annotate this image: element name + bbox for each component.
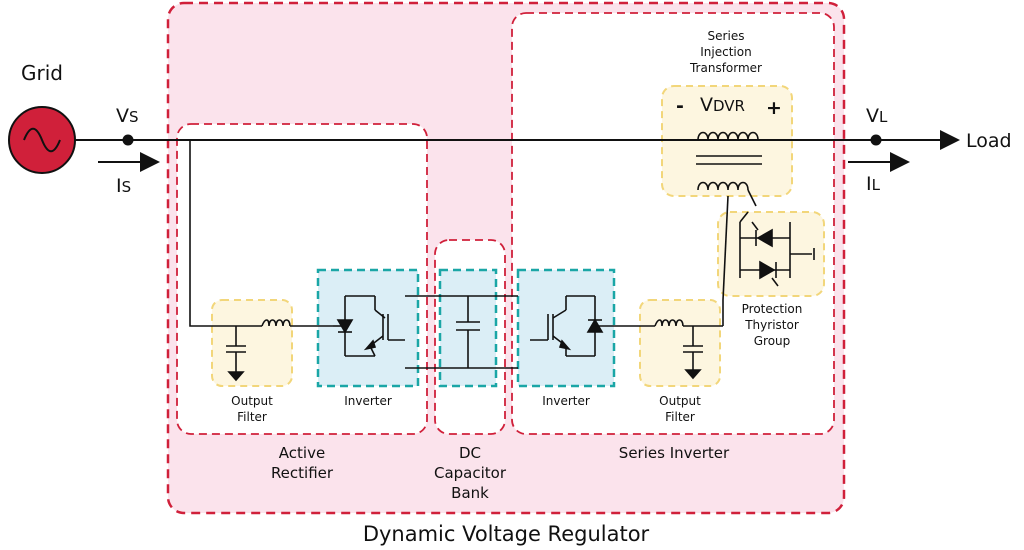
transformer-caption-3: Transformer	[689, 61, 762, 75]
thyristor-box	[717, 211, 825, 297]
right-filter-label-2: Filter	[665, 410, 695, 424]
protection-label-3: Group	[754, 334, 791, 348]
protection-label-1: Protection	[742, 302, 803, 316]
load-label: Load	[966, 130, 1012, 152]
right-wiring	[654, 195, 729, 380]
grid-source-icon	[8, 106, 76, 174]
dc-bank-label-3: Bank	[451, 484, 489, 502]
left-inverter-box	[316, 268, 420, 388]
left-filter-label-1: Output	[231, 394, 273, 408]
transformer-icon	[696, 131, 762, 207]
right-filter-label-1: Output	[659, 394, 701, 408]
left-inverter-label: Inverter	[344, 394, 392, 408]
transformer-plus: +	[766, 97, 782, 119]
active-rectifier-label-2: Rectifier	[271, 464, 334, 482]
series-inverter-label: Series Inverter	[619, 444, 730, 462]
il-label: IL	[866, 173, 881, 195]
right-inverter-icon	[530, 295, 655, 357]
vl-label: VL	[866, 105, 888, 127]
right-output-filter-box	[639, 299, 721, 387]
protection-label-2: Thyristor	[744, 318, 799, 332]
left-output-filter-box	[211, 299, 293, 387]
page-title: Dynamic Voltage Regulator	[363, 522, 650, 546]
vdvr-label: VDVR	[700, 94, 745, 116]
is-label: IS	[116, 175, 131, 197]
left-inverter-icon	[333, 295, 405, 357]
dc-capacitor-icon	[456, 296, 480, 368]
right-inverter-label: Inverter	[542, 394, 590, 408]
transformer-minus: -	[676, 95, 684, 117]
transformer-caption-2: Injection	[700, 45, 751, 59]
vs-node	[122, 134, 134, 146]
transformer-caption-1: Series	[708, 29, 745, 43]
dc-bank-label-1: DC	[459, 444, 481, 462]
grid-label: Grid	[21, 61, 63, 85]
thyristor-icon	[739, 211, 815, 287]
left-wiring	[189, 140, 518, 382]
left-filter-label-2: Filter	[237, 410, 267, 424]
dc-bank-label-2: Capacitor	[434, 464, 507, 482]
vl-node	[870, 134, 882, 146]
active-rectifier-label-1: Active	[279, 444, 325, 462]
vs-label: VS	[116, 105, 139, 127]
